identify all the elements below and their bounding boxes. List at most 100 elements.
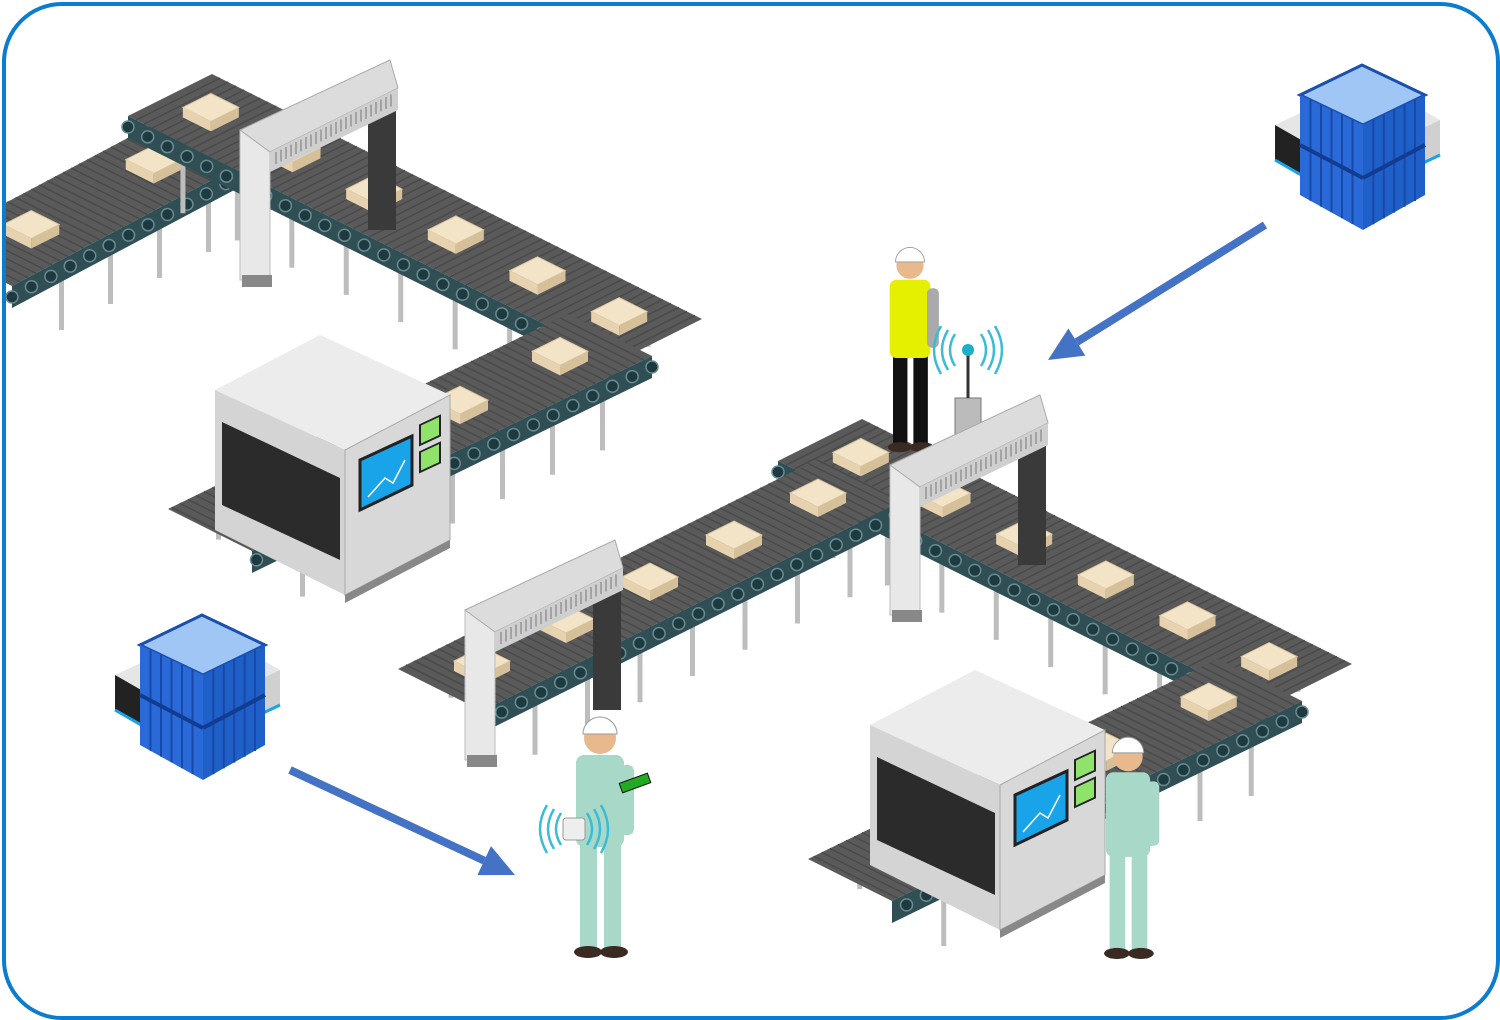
- gate-pillar-left: [239, 129, 271, 281]
- belt-roller: [467, 447, 481, 461]
- belt-roller: [44, 269, 58, 284]
- factory-scene: [6, 59, 1441, 959]
- belt-roller: [1066, 612, 1080, 627]
- belt-slat: [751, 491, 837, 535]
- belt-roller: [731, 587, 745, 601]
- machine-top: [870, 670, 1105, 785]
- scanner-gate-3: [889, 394, 1049, 622]
- belt-leg: [1197, 761, 1203, 821]
- belt-roller: [645, 360, 659, 374]
- signal-wave: [554, 812, 563, 846]
- belt-slat: [441, 230, 527, 274]
- worker-shoe: [574, 946, 602, 958]
- belt-leg: [157, 218, 162, 278]
- parcel-side: [455, 229, 484, 254]
- belt-slat: [938, 498, 1024, 543]
- belt-slat: [377, 198, 462, 242]
- belt-roller: [160, 139, 175, 154]
- belt-roller: [199, 187, 214, 201]
- belt-roller: [1235, 734, 1250, 748]
- belt-slat: [1209, 662, 1295, 706]
- belt-slat: [1112, 709, 1198, 753]
- arrow-head: [477, 846, 515, 876]
- belt-leg: [600, 390, 605, 451]
- hard-hat-icon: [582, 716, 618, 735]
- inspection-machine-1: [215, 335, 451, 603]
- arrow-head: [1048, 328, 1086, 360]
- belt-leg: [452, 289, 458, 350]
- worker-rfid-operator: [887, 247, 939, 453]
- machine-base: [345, 540, 450, 603]
- belt-slat: [6, 241, 53, 266]
- belt-slat: [922, 490, 1008, 535]
- belt-roller: [566, 398, 580, 413]
- conveyor-belt-d: [398, 459, 902, 755]
- belt-roller: [968, 563, 982, 578]
- conveyor-belt-a: [6, 114, 257, 330]
- belt-leg: [500, 439, 505, 500]
- belt-slat: [800, 467, 885, 511]
- belt-roller: [24, 279, 39, 294]
- belt-slat: [530, 274, 615, 318]
- gate-foot: [892, 610, 922, 622]
- parcel-side: [860, 452, 889, 477]
- belt-slat: [543, 325, 629, 369]
- parcel-side: [832, 452, 861, 477]
- parcel: [508, 256, 567, 295]
- belt-leg: [1102, 634, 1108, 695]
- belt-roller: [573, 666, 588, 680]
- worker-leg: [913, 352, 928, 446]
- crate-seam: [1299, 143, 1364, 180]
- signal-wave: [546, 808, 556, 850]
- hard-hat-icon: [895, 247, 925, 263]
- parcel-side: [706, 535, 734, 559]
- parcel-side: [31, 224, 60, 249]
- parcel: [788, 478, 848, 517]
- belt-roller: [632, 636, 647, 651]
- belt-slat: [813, 855, 898, 899]
- belt-leg: [550, 414, 555, 475]
- belt-slat: [1019, 539, 1104, 583]
- belt-roller: [140, 130, 155, 144]
- belt-roller: [1086, 622, 1100, 637]
- belt-slat: [1011, 535, 1096, 579]
- belt-roller: [1164, 662, 1179, 676]
- worker-arm: [927, 288, 939, 348]
- belt-leg: [108, 244, 113, 304]
- belt-slat: [192, 105, 277, 149]
- belt-roller: [1046, 602, 1061, 617]
- belt-roller: [377, 248, 391, 262]
- handheld-scanner-icon: [618, 772, 652, 794]
- belt-slat: [385, 202, 470, 246]
- belt-roller: [899, 898, 914, 912]
- belt-slat: [1096, 717, 1182, 761]
- worker-leg: [580, 840, 597, 950]
- belt-roller: [102, 238, 116, 253]
- belt-slat: [719, 507, 805, 551]
- parcel-side: [622, 577, 650, 601]
- belt-roller: [357, 238, 371, 252]
- worker-figure: [574, 716, 634, 958]
- belt-roller: [691, 607, 706, 621]
- belt-slat: [135, 77, 221, 121]
- belt-slat: [143, 81, 229, 125]
- belt-slat: [647, 543, 732, 587]
- belt-roller: [585, 389, 600, 403]
- belt-slat: [46, 180, 132, 224]
- parcel: [704, 520, 764, 559]
- belt-slat: [1193, 670, 1279, 714]
- belt-leg: [847, 537, 853, 598]
- belt-slat: [1144, 693, 1230, 738]
- worker-torso: [576, 755, 624, 847]
- belt-slat: [727, 503, 813, 547]
- signal-wave: [538, 804, 549, 854]
- belt-roller: [987, 573, 1002, 587]
- machine-top: [215, 335, 450, 450]
- worker-torso: [1105, 772, 1151, 857]
- gate-foot: [242, 275, 272, 287]
- belt-roller: [495, 307, 509, 321]
- signal-wave: [948, 333, 957, 367]
- crate-seam: [202, 693, 266, 730]
- belt-slat: [1136, 697, 1222, 742]
- screen-chart-line: [1022, 794, 1061, 833]
